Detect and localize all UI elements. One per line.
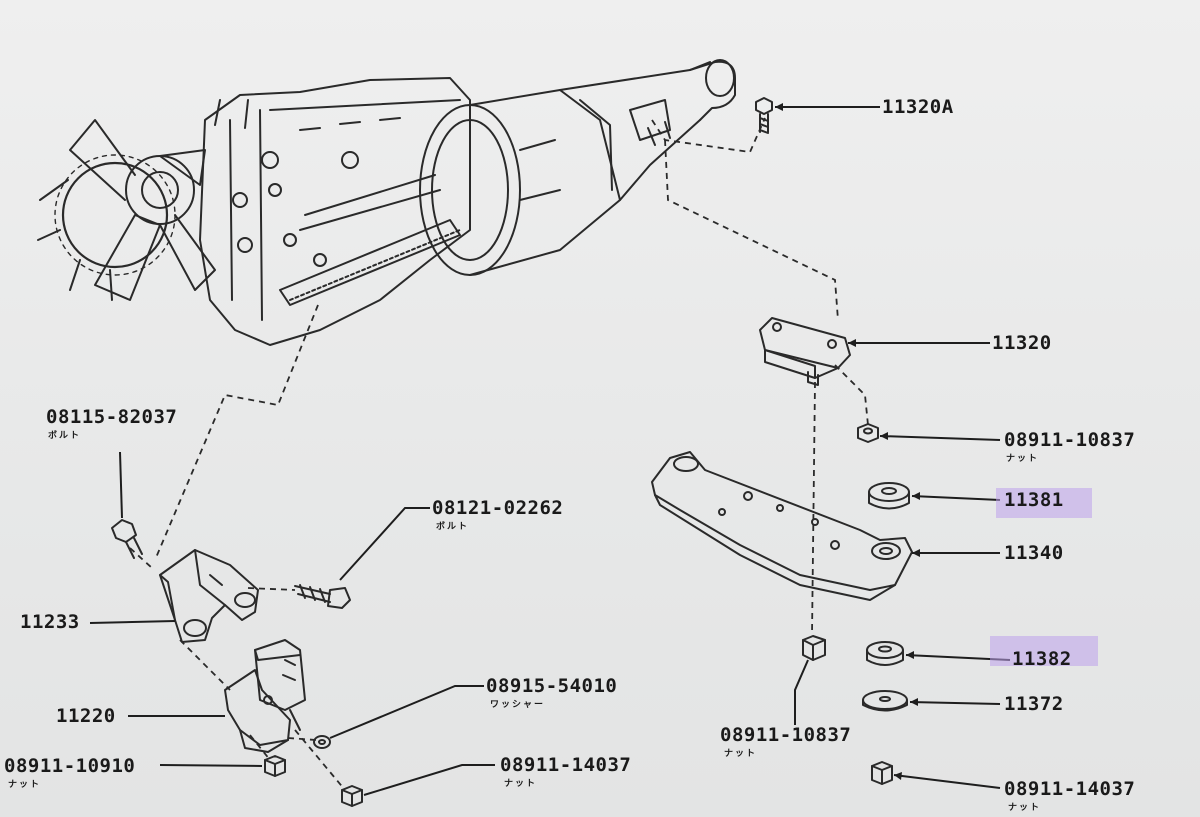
label-08115-82037: 08115-82037 xyxy=(46,406,178,428)
label-08115-82037-sub: ボルト xyxy=(48,431,82,441)
highlight-11381 xyxy=(996,488,1092,518)
nut-08911-14037-left xyxy=(341,785,363,807)
assembly-guide-lines xyxy=(129,117,869,791)
label-08121-02262: 08121-02262 xyxy=(432,497,564,519)
label-11381: 11381 xyxy=(1004,489,1064,511)
crossmember-11340 xyxy=(651,451,913,601)
label-11320: 11320 xyxy=(992,332,1052,354)
engine-block xyxy=(199,77,471,346)
label-11220: 11220 xyxy=(56,705,116,727)
engine-transmission-assembly xyxy=(37,59,736,346)
label-08911-14037-left: 08911-14037 xyxy=(500,754,632,776)
label-08911-10837-mid: 08911-10837 xyxy=(720,724,852,746)
cushion-11382 xyxy=(866,641,904,666)
bolt-08115-82037 xyxy=(111,519,143,559)
washer-11372 xyxy=(862,690,908,712)
leader-arrowheads xyxy=(775,103,920,780)
label-08911-10837-mid-sub: ナット xyxy=(724,749,758,759)
cushion-11381 xyxy=(868,482,910,510)
label-08911-10837-right-sub: ナット xyxy=(1006,454,1040,464)
bolt-11320A xyxy=(755,97,773,134)
label-08911-14037-right-sub: ナット xyxy=(1008,803,1042,813)
nut-08911-14037-right xyxy=(871,761,893,785)
nut-08911-10837-right xyxy=(857,423,879,443)
label-11340: 11340 xyxy=(1004,542,1064,564)
cooling-fan xyxy=(37,119,216,301)
label-08121-02262-sub: ボルト xyxy=(436,522,470,532)
nut-08911-10837-mid xyxy=(802,635,826,661)
label-08911-10837-right: 08911-10837 xyxy=(1004,429,1136,451)
washer-08915-54010 xyxy=(313,735,331,749)
transmission-case xyxy=(419,59,736,276)
bolt-08121-02262 xyxy=(294,584,351,609)
rear-mount-11320 xyxy=(759,317,851,386)
leader-lines xyxy=(89,106,1011,796)
front-mount-11220 xyxy=(224,639,306,753)
label-11320A: 11320A xyxy=(882,96,954,118)
highlight-11382 xyxy=(990,636,1098,666)
label-08915-54010: 08915-54010 xyxy=(486,675,618,697)
label-08911-10910: 08911-10910 xyxy=(4,755,136,777)
label-11382: 11382 xyxy=(1012,648,1072,670)
label-08915-54010-sub: ワッシャー xyxy=(490,700,546,710)
label-11233: 11233 xyxy=(20,611,80,633)
label-08911-10910-sub: ナット xyxy=(8,780,42,790)
label-11372: 11372 xyxy=(1004,693,1064,715)
label-08911-14037-left-sub: ナット xyxy=(504,779,538,789)
label-08911-14037-right: 08911-14037 xyxy=(1004,778,1136,800)
bracket-11233 xyxy=(159,549,259,643)
nut-08911-10910 xyxy=(264,755,286,777)
